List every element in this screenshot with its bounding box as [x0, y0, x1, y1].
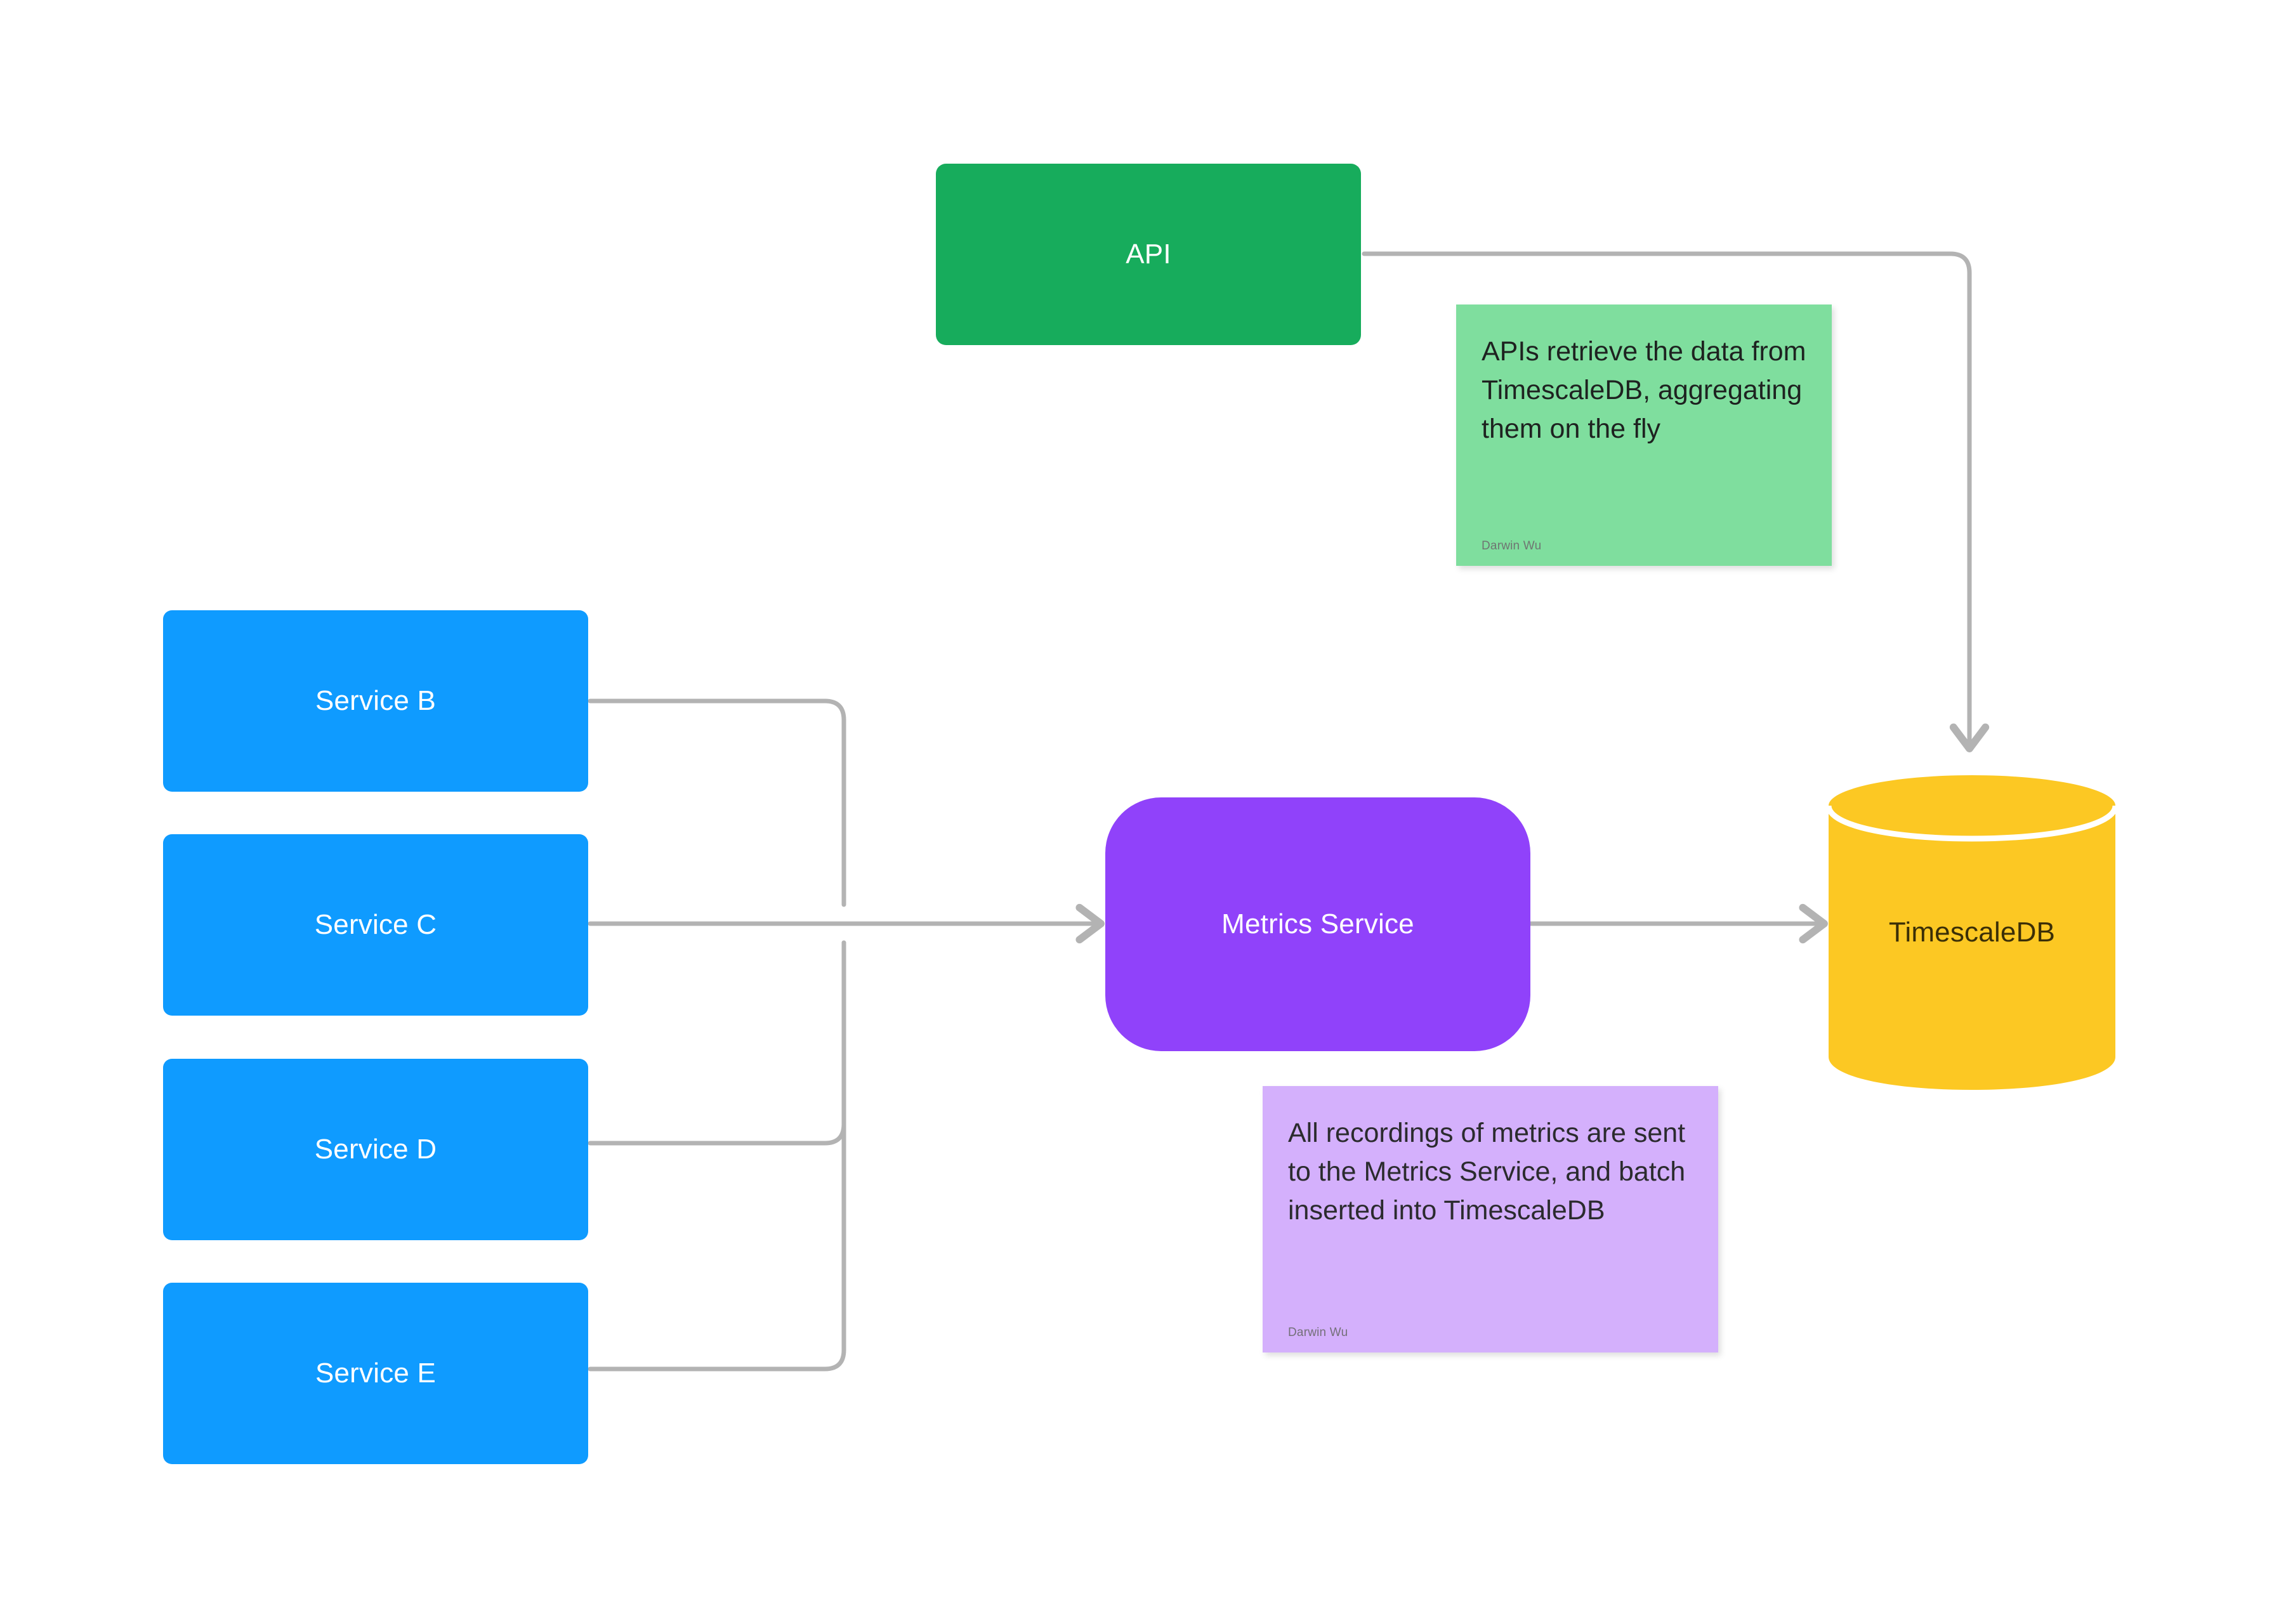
node-service-b[interactable]: Service B [163, 610, 588, 792]
sticky-note-api-author: Darwin Wu [1482, 539, 1542, 553]
edge-service-d-to-metrics [588, 940, 846, 1146]
node-service-d-label: Service D [314, 1133, 437, 1165]
node-service-c-label: Service C [314, 908, 437, 940]
node-service-d[interactable]: Service D [163, 1059, 588, 1240]
cylinder-shape [1827, 775, 2117, 1090]
node-service-b-label: Service B [315, 684, 437, 716]
node-timescaledb[interactable]: TimescaleDB [1827, 773, 2117, 1090]
edge-service-e-to-metrics [588, 940, 846, 1372]
edge-service-b-to-metrics [588, 698, 846, 907]
node-metrics-service[interactable]: Metrics Service [1105, 797, 1530, 1051]
node-api-label: API [1126, 238, 1171, 270]
node-metrics-service-label: Metrics Service [1221, 908, 1414, 940]
node-service-e[interactable]: Service E [163, 1283, 588, 1464]
sticky-note-metrics[interactable]: All recordings of metrics are sent to th… [1263, 1086, 1718, 1352]
sticky-note-api[interactable]: APIs retrieve the data from TimescaleDB,… [1456, 304, 1832, 566]
node-service-c[interactable]: Service C [163, 834, 588, 1016]
node-service-e-label: Service E [315, 1357, 437, 1389]
node-api[interactable]: API [936, 164, 1361, 345]
sticky-note-metrics-text: All recordings of metrics are sent to th… [1288, 1118, 1686, 1226]
sticky-note-metrics-author: Darwin Wu [1288, 1326, 1348, 1339]
sticky-note-api-text: APIs retrieve the data from TimescaleDB,… [1482, 336, 1806, 445]
node-timescaledb-label: TimescaleDB [1888, 917, 2056, 948]
